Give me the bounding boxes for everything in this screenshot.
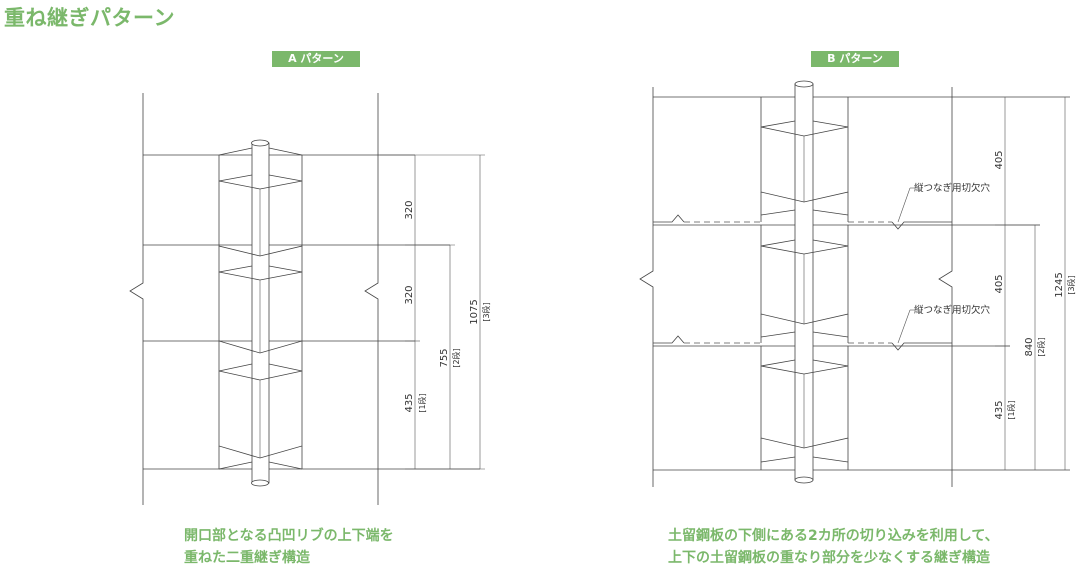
pattern-b-caption: 土留鋼板の下側にある2カ所の切り込みを利用して、 上下の土留鋼板の重なり部分を少… (668, 525, 999, 569)
pattern-b-notch-left-1 (653, 214, 685, 223)
pattern-a-caption-line-1: 開口部となる凸凹リブの上下端を (184, 528, 394, 544)
pattern-b-notch-note-1: 縦つなぎ用切欠穴 (914, 182, 991, 194)
pattern-b-notch-left-2 (653, 335, 685, 344)
pattern-a-right-wall (364, 93, 379, 505)
pattern-b-dim-1245: 1245 (1054, 272, 1065, 297)
pattern-b-dim-840: 840 (1024, 337, 1035, 356)
pattern-b-caption-line-2: 上下の土留鋼板の重なり部分を少なくする継ぎ構造 (668, 550, 990, 566)
pattern-a-left-wall (129, 93, 144, 505)
pattern-b-notch-right-2 (891, 342, 952, 351)
pattern-a-dim-755: 755 (439, 348, 450, 367)
pattern-b-notch-note-2: 縦つなぎ用切欠穴 (914, 304, 991, 316)
pattern-b-rib-1 (760, 97, 849, 222)
page-title: 重ね継ぎパターン (4, 6, 175, 30)
pattern-a-drawing: 320 320 435 [1段] 755 [2段] 1075 [3段] (129, 93, 491, 505)
pattern-a-rib-1 (218, 147, 303, 257)
pattern-b-dim-435-note: [1段] (1006, 400, 1016, 419)
pattern-b-rib-2 (760, 225, 849, 343)
pattern-a-dim-320-mid: 320 (404, 285, 415, 304)
pattern-b-dim-840-note: [2段] (1036, 337, 1046, 356)
pattern-a-dim-320-top: 320 (404, 200, 415, 219)
pattern-b-dim-1245-note: [3段] (1066, 275, 1076, 294)
pattern-b-notch-right-1 (891, 221, 952, 230)
pattern-b-drawing: 縦つなぎ用切欠穴 縦つなぎ用切欠穴 405 405 435 [1段] 840 [… (639, 80, 1076, 487)
pattern-b-dim-405-mid: 405 (994, 274, 1005, 293)
pattern-a-column-bottom (251, 479, 269, 487)
pattern-b-column-top (794, 80, 814, 88)
pattern-a-caption-line-2: 重ねた二重継ぎ構造 (184, 550, 310, 566)
pattern-b-left-wall (639, 87, 654, 487)
pattern-a-label: A パターン (272, 51, 360, 67)
pattern-a-caption: 開口部となる凸凹リブの上下端を 重ねた二重継ぎ構造 (184, 525, 394, 569)
pattern-a-dim-435-note: [1段] (417, 393, 427, 412)
pattern-a-dim-435: 435 (404, 393, 415, 412)
pattern-b-label: B パターン (811, 51, 899, 67)
pattern-b-dim-405-top: 405 (994, 150, 1005, 169)
pattern-a-rib-3 (218, 341, 303, 470)
pattern-a-column-top (251, 139, 269, 147)
pattern-a-dim-1075-note: [3段] (481, 302, 491, 321)
pattern-a-dim-755-note: [2段] (451, 348, 461, 367)
pattern-b-dim-435: 435 (994, 400, 1005, 419)
pattern-a-rib-2 (218, 246, 303, 354)
pattern-b-column-bottom (794, 476, 814, 484)
pattern-b-caption-line-1: 土留鋼板の下側にある2カ所の切り込みを利用して、 (668, 528, 999, 544)
pattern-a-dim-1075: 1075 (469, 299, 480, 324)
pattern-b-rib-3 (760, 346, 849, 470)
pattern-b-right-wall (938, 87, 953, 487)
pattern-a-center-column (251, 142, 270, 484)
